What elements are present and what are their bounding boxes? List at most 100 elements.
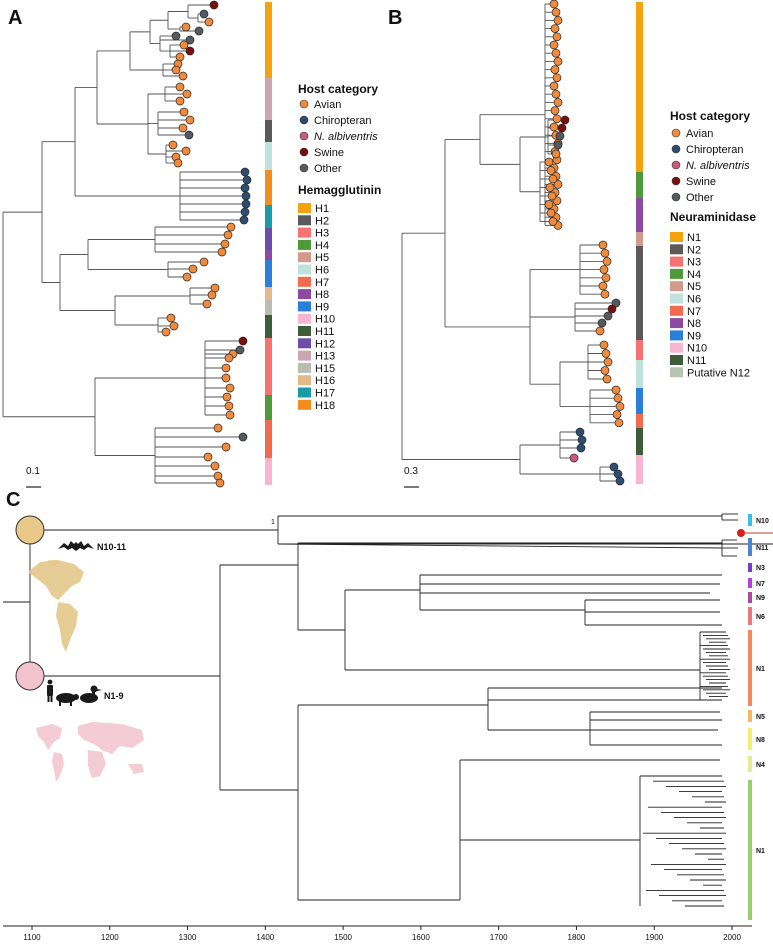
tree-tip-avian <box>179 107 189 117</box>
subtype-strip-segment <box>636 232 643 246</box>
tree-tip-avian <box>224 401 234 411</box>
tree-tip-avian <box>203 452 213 462</box>
tree-tip-avian <box>217 247 227 257</box>
tree-tip-other <box>555 131 565 141</box>
legend-host-n_albiventris-swatch <box>671 160 681 170</box>
legend-subtype-label: N7 <box>687 306 701 318</box>
tree-tip-chiropteran <box>577 435 587 445</box>
subtype-strip-segment <box>636 198 643 232</box>
clade-label-n4: N4 <box>756 762 765 769</box>
legend-subtype-label: N10 <box>687 343 707 355</box>
tree-tip-avian <box>602 257 612 266</box>
legend-subtype-label: N11 <box>687 355 706 367</box>
tree-tip-other <box>171 31 181 41</box>
tree-tip-avian <box>222 392 232 402</box>
clade-label-n1: N1 <box>756 666 765 673</box>
duck-icon <box>80 685 102 703</box>
tree-tip-swine <box>209 0 219 10</box>
legend-host-other-label: Other <box>686 192 714 204</box>
axis-tick-label: 1400 <box>256 933 274 942</box>
subtype-strip-segment <box>265 338 272 395</box>
tree-tip-avian <box>166 313 176 323</box>
tree-tip-avian <box>544 200 554 209</box>
tree-tip-avian <box>178 71 188 81</box>
tree-tip-other <box>199 9 209 19</box>
panel-b-scale-label: 0.3 <box>404 466 418 477</box>
clade-label-n3: N3 <box>756 565 765 572</box>
legend-subtype-label: H11 <box>315 326 334 338</box>
tree-tip-avian <box>600 366 610 375</box>
legend-host-avian-swatch <box>671 128 681 138</box>
tree-tip-avian <box>545 183 555 192</box>
subtype-strip-segment <box>265 420 272 458</box>
clade-label-n6: N6 <box>756 614 765 621</box>
clade-bar-n11 <box>748 538 752 556</box>
tree-tip-avian <box>598 240 608 250</box>
tree-tip-avian <box>550 24 560 33</box>
legend-subtype-swatch <box>298 264 311 275</box>
clade-label-n9: N9 <box>756 595 765 602</box>
tree-tip-avian <box>221 363 231 373</box>
tree-tip-avian <box>603 357 613 367</box>
legend-subtype-label: N1 <box>687 232 701 244</box>
legend-subtype-label: N4 <box>687 269 701 281</box>
panel-a-letter: A <box>8 7 22 29</box>
tree-tip-avian <box>168 140 178 150</box>
legend-b-subtype-title: Neuraminidase <box>670 210 756 224</box>
axis-tick-label: 1200 <box>101 933 119 942</box>
legend-host-other-swatch <box>671 192 681 202</box>
axis-tick-label: 1800 <box>568 933 586 942</box>
panel-c-tree <box>219 513 773 907</box>
legend-a-subtype-title: Hemagglutinin <box>298 183 381 197</box>
clade-label-n1: N1 <box>756 848 765 855</box>
clade-bar-n4 <box>748 756 752 772</box>
tree-tip-avian <box>550 106 560 115</box>
legend-subtype-swatch <box>670 244 683 255</box>
legend-host-swine-label: Swine <box>314 147 344 159</box>
tree-tip-avian <box>215 478 225 488</box>
panel-b-subtype-strip <box>636 2 643 484</box>
tree-tip-avian <box>548 217 558 226</box>
tree-tip-avian <box>553 180 563 189</box>
panel-c-letter: C <box>6 489 20 511</box>
legend-subtype-label: H2 <box>315 215 329 227</box>
legend-host-n_albiventris-label: N. albiventris <box>686 160 750 172</box>
tree-tip-avian <box>549 81 559 91</box>
legend-subtype-label: H16 <box>315 375 335 387</box>
tree-tip-avian <box>601 349 611 358</box>
legend-subtype-label: H7 <box>315 277 329 289</box>
tree-tip-avian <box>600 289 610 299</box>
tree-tip-avian <box>551 149 561 159</box>
tree-tip-avian <box>613 393 623 403</box>
tree-tip-avian <box>182 89 192 99</box>
tree-tip-avian <box>175 96 185 106</box>
tree-tip-avian <box>182 272 192 282</box>
group-n10-11-label: N10-11 <box>97 542 126 552</box>
tree-tip-avian <box>175 82 185 92</box>
legend-subtype-swatch <box>670 268 683 279</box>
tree-tip-avian <box>199 257 209 267</box>
clade-label-n5: N5 <box>756 714 765 721</box>
subtype-strip-segment <box>265 78 272 120</box>
legend-host-n_albiventris-swatch <box>299 131 309 141</box>
subtype-strip-segment <box>265 395 272 420</box>
human-icon <box>47 679 53 702</box>
tree-tip-avian <box>224 353 234 363</box>
tree-tip-other <box>184 130 194 140</box>
tree-tip-avian <box>552 114 562 124</box>
subtype-strip-segment <box>636 428 643 455</box>
tree-tip-chiropteran <box>576 443 586 453</box>
tree-tip-swine <box>560 115 570 125</box>
subtype-strip-segment <box>636 388 643 414</box>
tree-tip-avian <box>546 166 556 175</box>
legend-subtype-swatch <box>670 281 683 292</box>
tree-tip-avian <box>181 146 191 156</box>
clade-bar-n3 <box>748 563 752 572</box>
legend-subtype-label: N5 <box>687 281 701 293</box>
legend-subtype-swatch <box>298 350 311 361</box>
tree-tip-avian <box>188 264 198 274</box>
legend-subtype-swatch <box>298 203 311 213</box>
legend-host-swine-swatch <box>299 147 309 157</box>
